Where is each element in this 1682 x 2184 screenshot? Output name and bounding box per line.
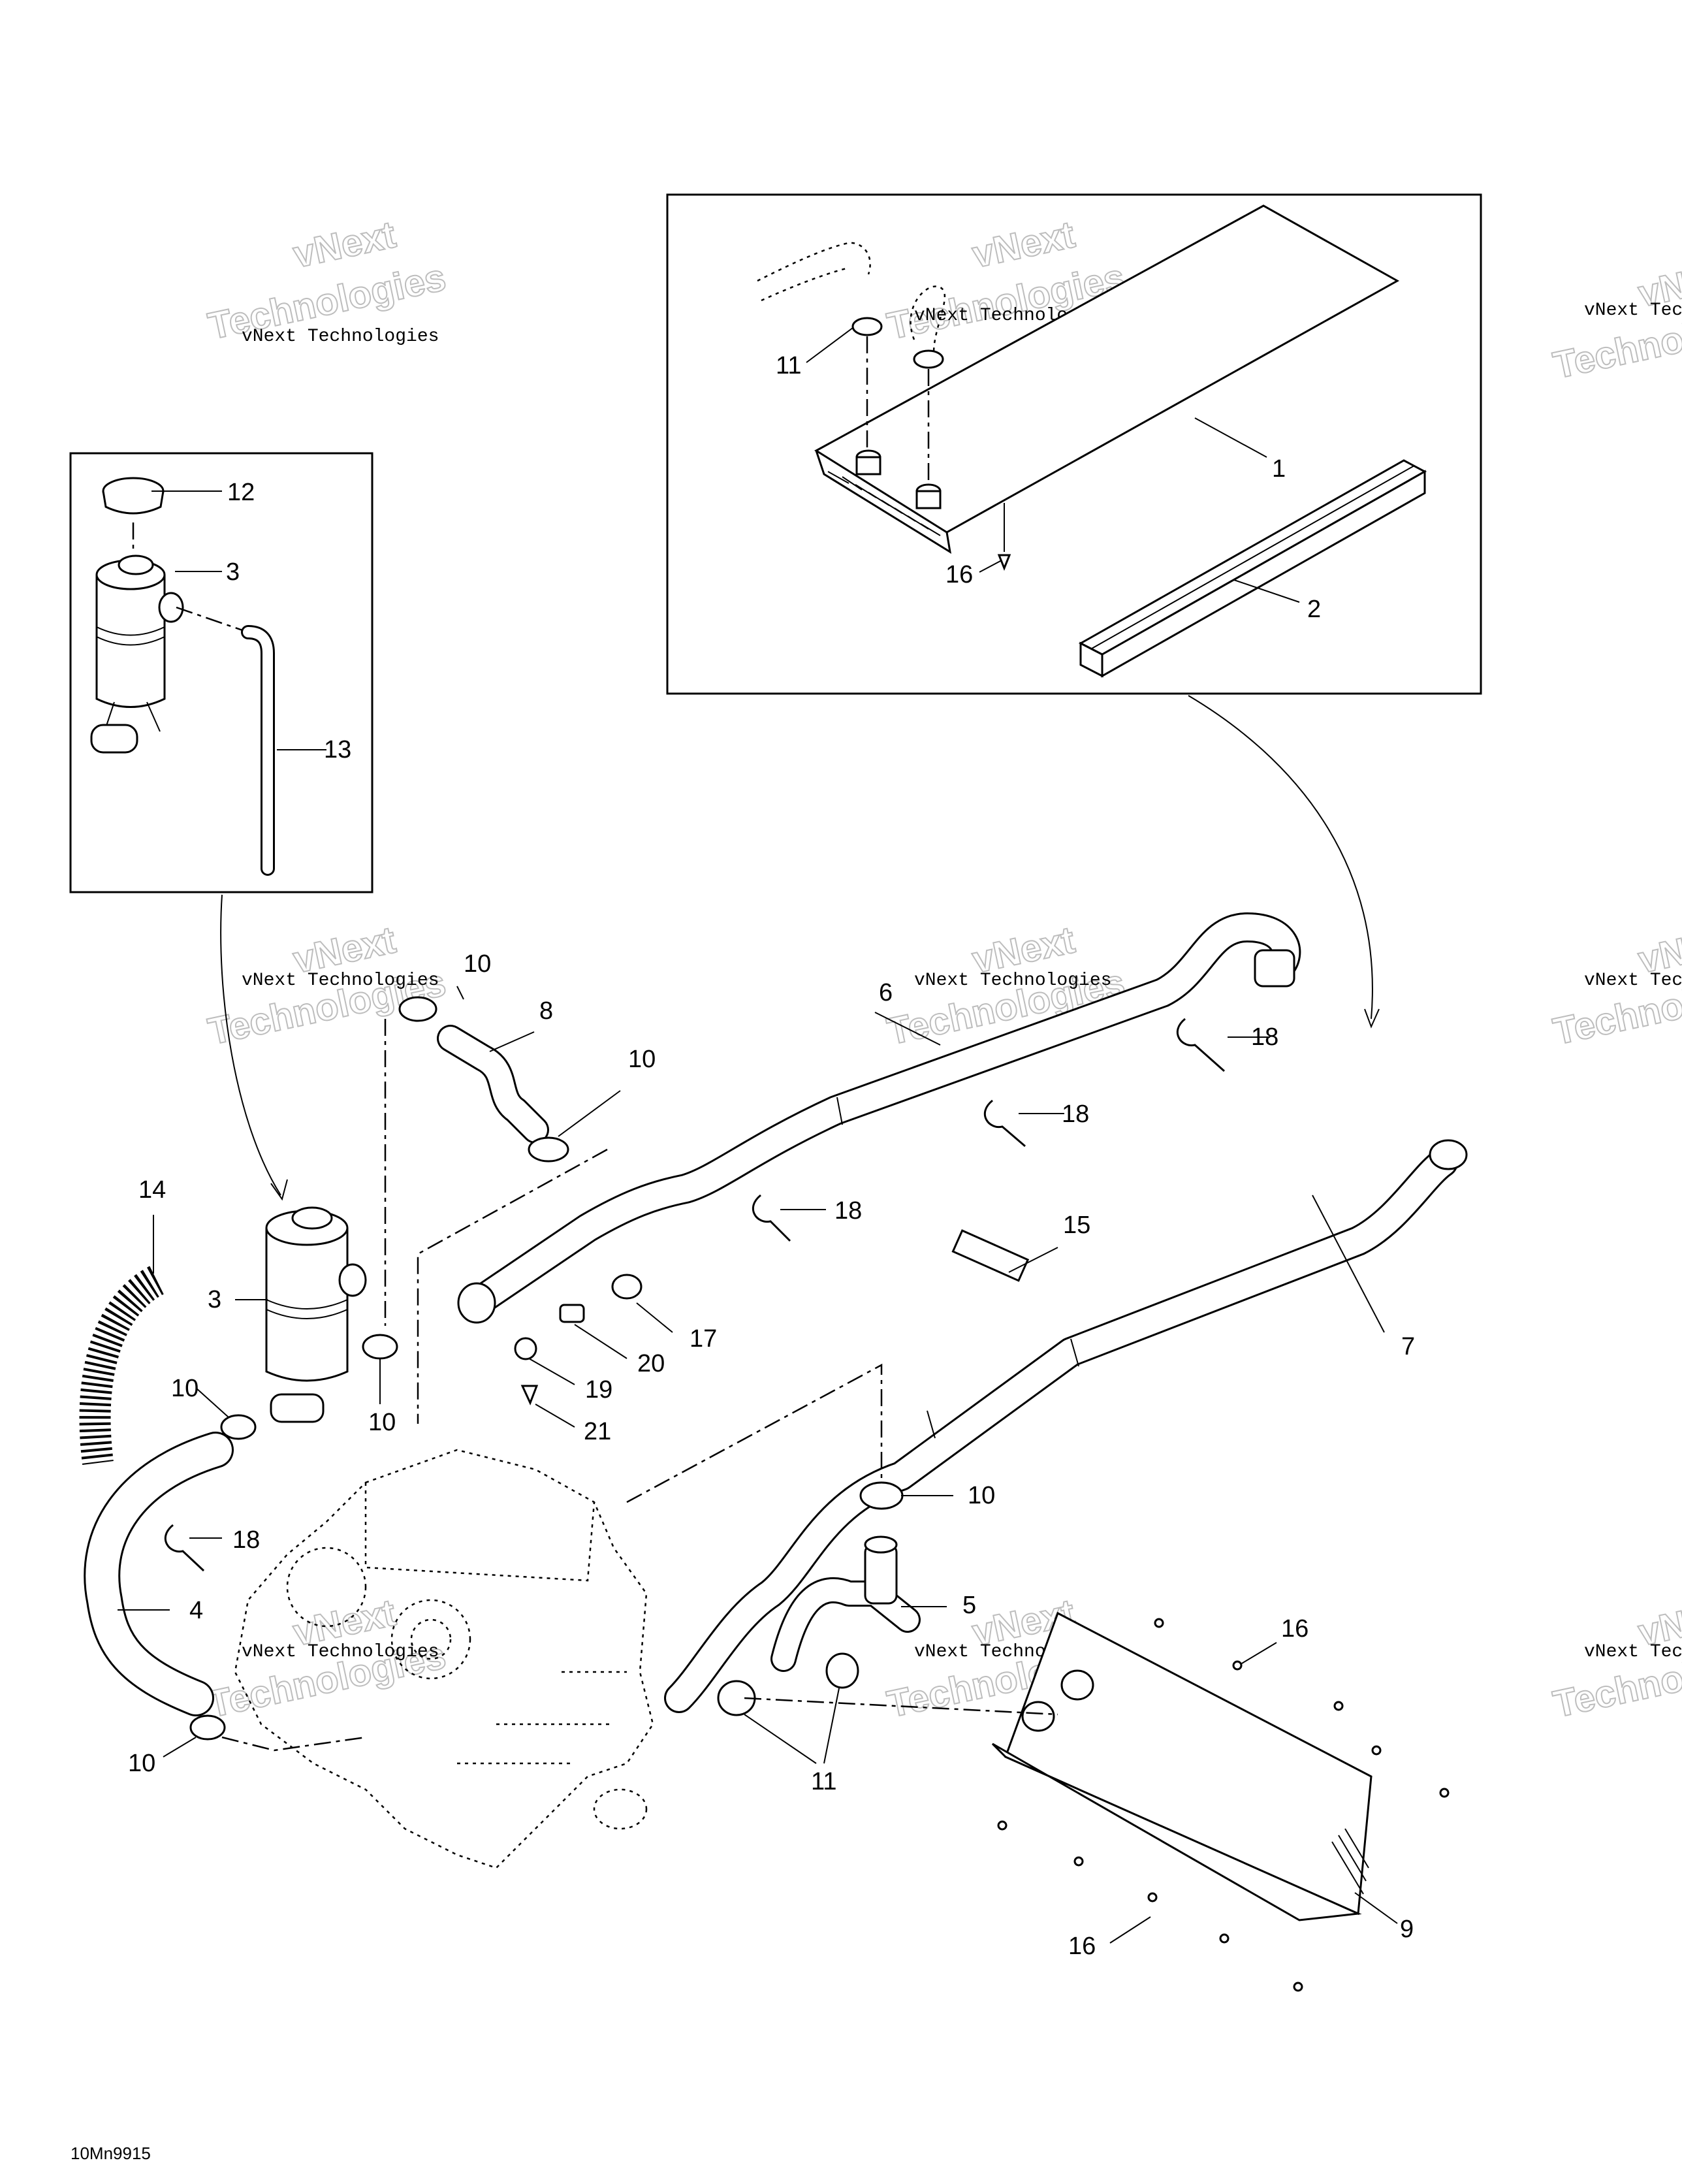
callout-10: 10 — [968, 1482, 995, 1509]
reservoir-inset — [69, 452, 373, 893]
plug-21 — [520, 1385, 539, 1405]
temperature-sensor-19 — [514, 1337, 537, 1360]
callout-11: 11 — [811, 1768, 836, 1795]
hose-clamp — [220, 1414, 257, 1440]
callouts: 1 2 11 16 12 3 13 10 8 10 6 18 18 18 15 … — [128, 352, 1415, 1960]
callout-6: 6 — [879, 979, 893, 1006]
callout-12: 12 — [227, 479, 255, 506]
rivet — [997, 554, 1011, 571]
hose-clamp — [859, 1481, 904, 1510]
cable-tie — [164, 1524, 205, 1572]
watermark-caption: vNext Technologies — [914, 971, 1111, 991]
cable-tie — [1176, 1018, 1225, 1072]
sealing-ring — [913, 349, 944, 369]
heat-exchanger-plate — [814, 204, 1400, 534]
callout-1: 1 — [1272, 455, 1286, 483]
callout-13: 13 — [324, 736, 351, 763]
main-assembly — [79, 912, 1468, 1992]
callout-10: 10 — [128, 1750, 155, 1777]
callout-19: 19 — [585, 1376, 612, 1404]
inset-frame — [666, 193, 1482, 695]
clamp-17 — [611, 1274, 643, 1300]
hose-clamp — [189, 1714, 226, 1741]
callout-17: 17 — [690, 1325, 717, 1353]
foam-block-15 — [951, 1229, 1030, 1282]
callout-18: 18 — [834, 1197, 862, 1225]
watermark-caption: vNext Technologies — [1584, 300, 1682, 321]
connector-arrow — [220, 894, 281, 1196]
hose-clamp — [362, 1334, 398, 1360]
sealing-ring — [825, 1652, 859, 1689]
callout-18: 18 — [232, 1526, 260, 1554]
callout-21: 21 — [584, 1418, 611, 1445]
watermark-caption: vNext Technologies — [1584, 971, 1682, 991]
callout-11: 11 — [776, 352, 801, 379]
callout-10: 10 — [628, 1046, 656, 1073]
coolant-reservoir — [265, 1228, 349, 1382]
callout-4: 4 — [189, 1597, 203, 1624]
watermark-caption: vNext Technologies — [242, 327, 439, 347]
callout-7: 7 — [1401, 1333, 1415, 1360]
connector-arrow — [1188, 695, 1373, 1020]
sealing-ring — [851, 317, 883, 336]
callout-20: 20 — [637, 1350, 665, 1377]
watermark-caption: vNext Technologies — [242, 1642, 439, 1662]
callout-3: 3 — [208, 1286, 221, 1313]
callout-10: 10 — [368, 1409, 396, 1436]
corrugated-hose-14 — [79, 1266, 165, 1465]
coolant-reservoir — [95, 575, 166, 708]
callout-16: 16 — [1068, 1933, 1096, 1960]
hose-clamp — [398, 996, 437, 1022]
engine — [234, 1449, 654, 1869]
callout-15: 15 — [1063, 1212, 1090, 1239]
cable-tie — [752, 1194, 791, 1242]
bolts — [997, 1618, 1450, 1992]
callout-8: 8 — [539, 997, 553, 1025]
callout-18: 18 — [1251, 1023, 1278, 1051]
hose-tee-20 — [559, 1304, 585, 1323]
inset-frame — [69, 452, 373, 893]
callout-16: 16 — [1281, 1615, 1309, 1643]
heat-exchanger-bracket — [1004, 1611, 1373, 1916]
callout-2: 2 — [1307, 596, 1321, 623]
callout-3: 3 — [226, 558, 240, 586]
svg-text:vNext: vNext — [968, 213, 1078, 276]
callout-9: 9 — [1400, 1916, 1414, 1943]
callout-5: 5 — [962, 1592, 976, 1619]
reservoir-outlet — [90, 724, 138, 754]
svg-text:vNext: vNext — [289, 213, 399, 276]
callout-14: 14 — [138, 1176, 166, 1204]
heat-exchanger-inset — [666, 193, 1482, 695]
callout-16: 16 — [945, 561, 973, 588]
callout-10: 10 — [464, 950, 491, 978]
watermark-caption: vNext Technologies — [242, 971, 439, 991]
callout-18: 18 — [1062, 1100, 1089, 1128]
cable-tie — [983, 1099, 1026, 1148]
callout-10: 10 — [171, 1375, 198, 1402]
watermark-caption: vNext Technologies — [1584, 1642, 1682, 1662]
hose-clamp — [528, 1136, 569, 1163]
drawing-code: 10Mn9915 — [71, 2144, 151, 2163]
leader-lines — [118, 327, 1398, 1944]
